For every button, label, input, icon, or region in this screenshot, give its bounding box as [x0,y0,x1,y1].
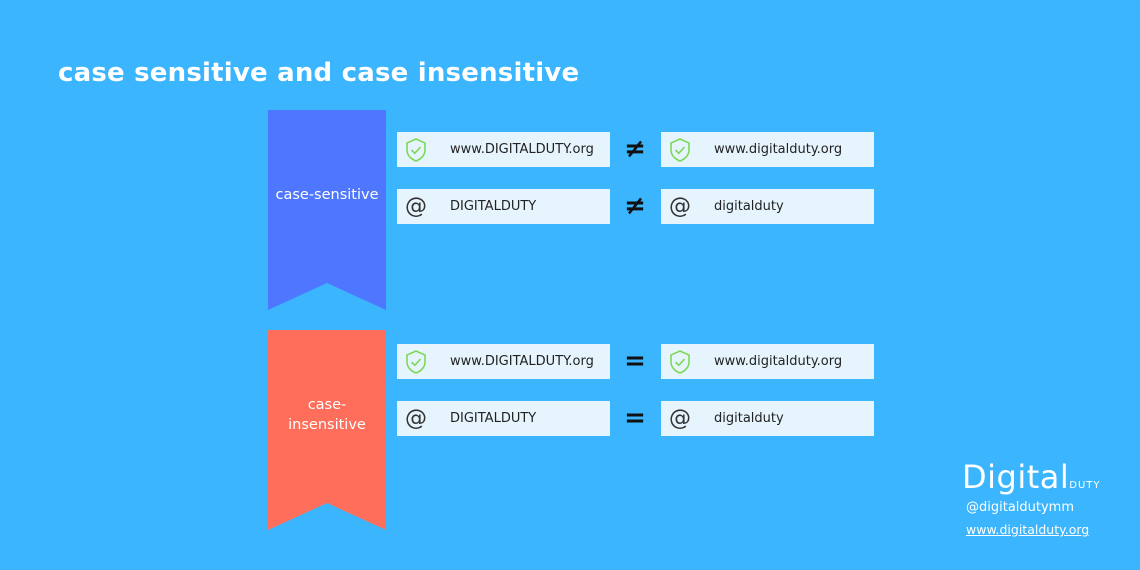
value-text: www.digitalduty.org [714,354,843,369]
at-icon: @ [405,406,427,431]
shield-check-icon [667,137,693,163]
shield-check-icon [403,349,429,375]
ribbon-case-insensitive: case-insensitive [268,330,386,530]
value-box-left: @ DIGITALDUTY [397,401,610,436]
ribbon-label: case-insensitive [288,397,366,433]
value-text: www.DIGITALDUTY.org [450,142,594,157]
ribbon-label: case-sensitive [275,187,379,203]
shield-check-icon [667,349,693,375]
value-text: DIGITALDUTY [450,199,537,214]
at-icon: @ [405,194,427,219]
logo: DigitalDUTY [962,458,1101,496]
ribbon-case-sensitive: case-sensitive [268,110,386,310]
value-box-right: www.digitalduty.org [661,344,874,379]
value-box-left: www.DIGITALDUTY.org [397,132,610,167]
value-box-right: www.digitalduty.org [661,132,874,167]
value-box-right: @ digitalduty [661,401,874,436]
equals-icon: = [624,346,646,376]
not-equal-icon: ≠ [624,191,646,221]
value-text: digitalduty [714,199,784,214]
at-icon: @ [669,406,691,431]
value-text: www.digitalduty.org [714,142,843,157]
equals-icon: = [624,403,646,433]
value-box-left: @ DIGITALDUTY [397,189,610,224]
value-text: digitalduty [714,411,784,426]
page-title: case sensitive and case insensitive [58,58,580,88]
at-icon: @ [669,194,691,219]
value-text: DIGITALDUTY [450,411,537,426]
value-box-right: @ digitalduty [661,189,874,224]
social-handle: @digitaldutymm [966,500,1075,515]
not-equal-icon: ≠ [624,134,646,164]
website-link[interactable]: www.digitalduty.org [966,522,1090,537]
value-text: www.DIGITALDUTY.org [450,354,594,369]
value-box-left: www.DIGITALDUTY.org [397,344,610,379]
shield-check-icon [403,137,429,163]
